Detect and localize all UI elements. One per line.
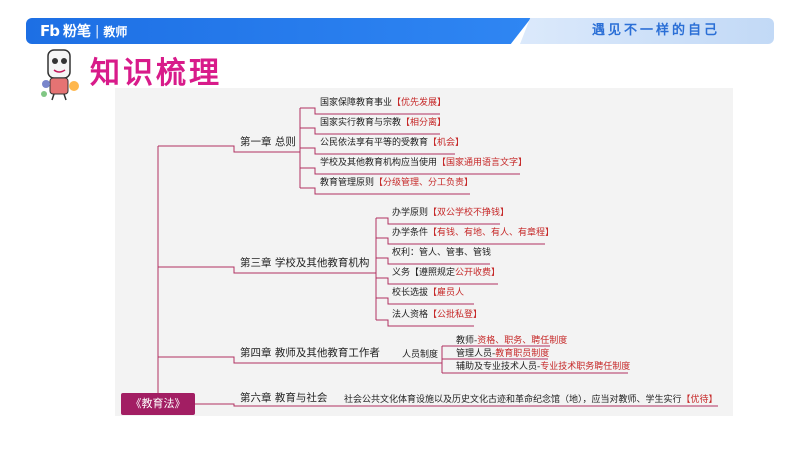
brand-name: 粉笔: [62, 24, 91, 40]
chapter-1-item-5: 教育管理原则【分级管理、分工负责】: [320, 178, 474, 188]
chapter-4-sub-label: 人员制度: [402, 350, 439, 360]
chapter-6-label: 第六章 教育与社会: [240, 392, 328, 404]
chapter-1-item-3: 公民依法享有平等的受教育【机会】: [320, 138, 465, 148]
header-bar-left: [26, 18, 531, 44]
root-node: 《教育法》: [121, 393, 195, 415]
header-bar-right: [520, 18, 774, 44]
mindmap-panel: [115, 88, 733, 416]
chapter-4-item-3: 辅助及专业技术人员-专业技术职务聘任制度: [456, 362, 631, 372]
chapter-3-item-5: 校长选拔【雇员人: [392, 288, 465, 298]
chapter-1-item-4: 学校及其他教育机构应当使用【国家通用语言文字】: [320, 158, 528, 168]
chapter-4-label: 第四章 教师及其他教育工作者: [240, 347, 380, 359]
brand-mark: Fb: [40, 22, 60, 40]
brand-separator: |: [94, 23, 100, 39]
chapter-1-label: 第一章 总则: [240, 136, 296, 148]
chapter-3-item-3: 权利：管人、管事、管钱: [392, 248, 492, 258]
chapter-3-label: 第三章 学校及其他教育机构: [240, 257, 370, 269]
chapter-1-item-2: 国家实行教育与宗教【相分离】: [320, 118, 447, 128]
brand-subtitle: 教师: [103, 24, 128, 39]
chapter-3-item-4: 义务【遵照规定公开收费】: [392, 268, 501, 278]
chapter-1-item-1: 国家保障教育事业【优先发展】: [320, 98, 447, 108]
chapter-3-item-1: 办学原则【双公学校不挣钱】: [392, 208, 510, 218]
mascot-icon: [41, 49, 79, 101]
slogan: 遇见不一样的自己: [592, 23, 721, 38]
chapter-3-item-6: 法人资格【公批私登】: [392, 310, 483, 320]
page-title: 知识梳理: [90, 56, 222, 91]
chapter-6-item-1: 社会公共文化体育设施以及历史文化古迹和革命纪念馆（地），应当对教师、学生实行【优…: [344, 395, 718, 405]
chapter-4-item-1: 教师-资格、职务、聘任制度: [456, 336, 568, 346]
brand-logo: Fb 粉笔 | 教师: [40, 18, 127, 44]
chapter-3-item-2: 办学条件【有钱、有地、有人、有章程】: [392, 228, 555, 238]
chapter-4-item-2: 管理人员-教育职员制度: [456, 349, 550, 359]
